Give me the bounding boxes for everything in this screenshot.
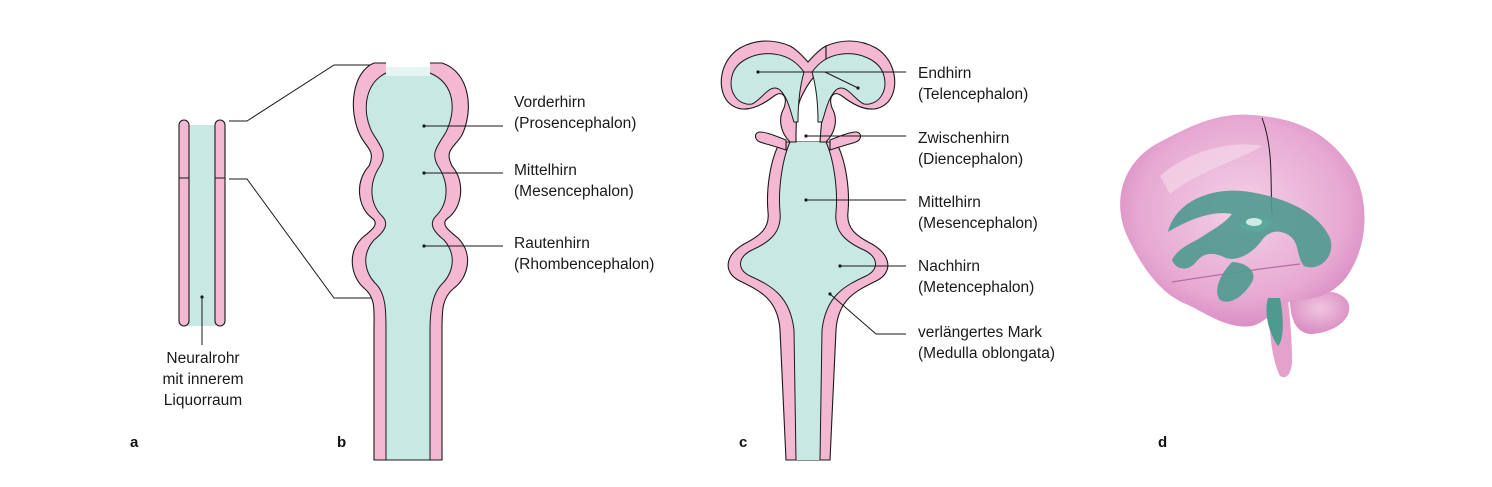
nachhirn-name: Nachhirn: [918, 258, 980, 275]
panel-a-letter: a: [130, 434, 139, 451]
medulla-dot: [828, 292, 832, 296]
nachhirn-latin: (Metencephalon): [918, 279, 1034, 296]
zoom-line-bottom: [229, 178, 375, 299]
neural-tube-leader-dot: [200, 295, 204, 299]
telencephalon-left-lumen: [730, 53, 805, 123]
panel-b-letter: b: [337, 434, 346, 451]
label-endhirn: Endhirn (Telencephalon): [756, 65, 1028, 103]
endhirn-leader-diag: [824, 71, 859, 89]
cerebellum: [1290, 291, 1350, 334]
medulla-name: verlängertes Mark: [918, 324, 1042, 341]
fourth-ventricle: [1266, 298, 1283, 346]
zwischenhirn-dot: [804, 134, 808, 138]
panel-d: d: [1120, 114, 1365, 451]
three-vesicle-tube: [351, 62, 469, 461]
medulla-latin: (Medulla oblongata): [918, 345, 1055, 362]
three-vesicle-open-top: [386, 62, 430, 76]
zwischenhirn-latin: (Diencephalon): [918, 151, 1023, 168]
endhirn-dot-left: [756, 70, 760, 74]
zoom-line-top: [229, 64, 375, 122]
panel-a: Neuralrohr mit innerem Liquorraum a: [130, 119, 244, 451]
nachhirn-dot: [838, 264, 842, 268]
optic-vesicle-right: [829, 131, 862, 151]
neural-tube-lumen: [188, 125, 216, 326]
panel-b: Vorderhirn (Prosencephalon) Mittelhirn (…: [337, 62, 654, 461]
vorderhirn-dot: [422, 124, 426, 128]
telencephalon-right-lumen: [811, 53, 886, 123]
zwischenhirn-name: Zwischenhirn: [918, 130, 1009, 147]
mittelhirn-c-dot: [804, 198, 808, 202]
neural-tube-label-line3: Liquorraum: [164, 392, 242, 409]
five-vesicle-lumen-outline: [740, 141, 876, 461]
panel-d-letter: d: [1158, 434, 1167, 451]
neural-tube-straight: [178, 119, 226, 327]
three-vesicle-fade: [386, 67, 430, 79]
rautenhirn-dot: [422, 244, 426, 248]
mittelhirn-b-latin: (Mesencephalon): [514, 183, 634, 200]
panel-c-letter: c: [739, 434, 747, 451]
neural-tube-wall-right: [214, 119, 226, 327]
label-mittelhirn-c: Mittelhirn (Mesencephalon): [804, 194, 1038, 232]
panel-c: Endhirn (Telencephalon) Zwischenhirn (Di…: [720, 40, 1055, 461]
medulla-leader: [829, 293, 906, 335]
neural-tube-wall-left: [178, 119, 190, 327]
endhirn-latin: (Telencephalon): [918, 86, 1028, 103]
label-vorderhirn: Vorderhirn (Prosencephalon): [422, 94, 636, 132]
three-vesicle-lumen: [365, 72, 453, 461]
temporal-horn: [1217, 262, 1254, 302]
vorderhirn-name: Vorderhirn: [514, 94, 586, 111]
label-nachhirn: Nachhirn (Metencephalon): [838, 258, 1034, 296]
mittelhirn-b-name: Mittelhirn: [514, 162, 577, 179]
mittelhirn-c-name: Mittelhirn: [918, 194, 981, 211]
neural-tube-label-line1: Neuralrohr: [166, 350, 239, 367]
label-medulla: verlängertes Mark (Medulla oblongata): [828, 292, 1055, 362]
zoom-connector: [229, 64, 375, 299]
five-vesicle-tube: [720, 40, 896, 461]
interventricular-foramen: [1246, 218, 1262, 226]
label-rautenhirn: Rautenhirn (Rhombencephalon): [422, 235, 654, 273]
endhirn-dot-right: [856, 86, 860, 90]
endhirn-name: Endhirn: [918, 65, 971, 82]
mittelhirn-b-dot: [422, 171, 426, 175]
vorderhirn-latin: (Prosencephalon): [514, 115, 636, 132]
mittelhirn-c-latin: (Mesencephalon): [918, 215, 1038, 232]
gyrus-highlight: [1160, 144, 1262, 194]
rautenhirn-name: Rautenhirn: [514, 235, 590, 252]
label-mittelhirn-b: Mittelhirn (Mesencephalon): [422, 162, 634, 200]
label-zwischenhirn: Zwischenhirn (Diencephalon): [804, 130, 1023, 168]
rautenhirn-latin: (Rhombencephalon): [514, 256, 654, 273]
brain-illustration: [1120, 114, 1365, 378]
optic-vesicle-left: [754, 131, 787, 151]
neural-tube-label-line2: mit innerem: [163, 371, 244, 388]
five-vesicle-lumen: [740, 142, 876, 460]
